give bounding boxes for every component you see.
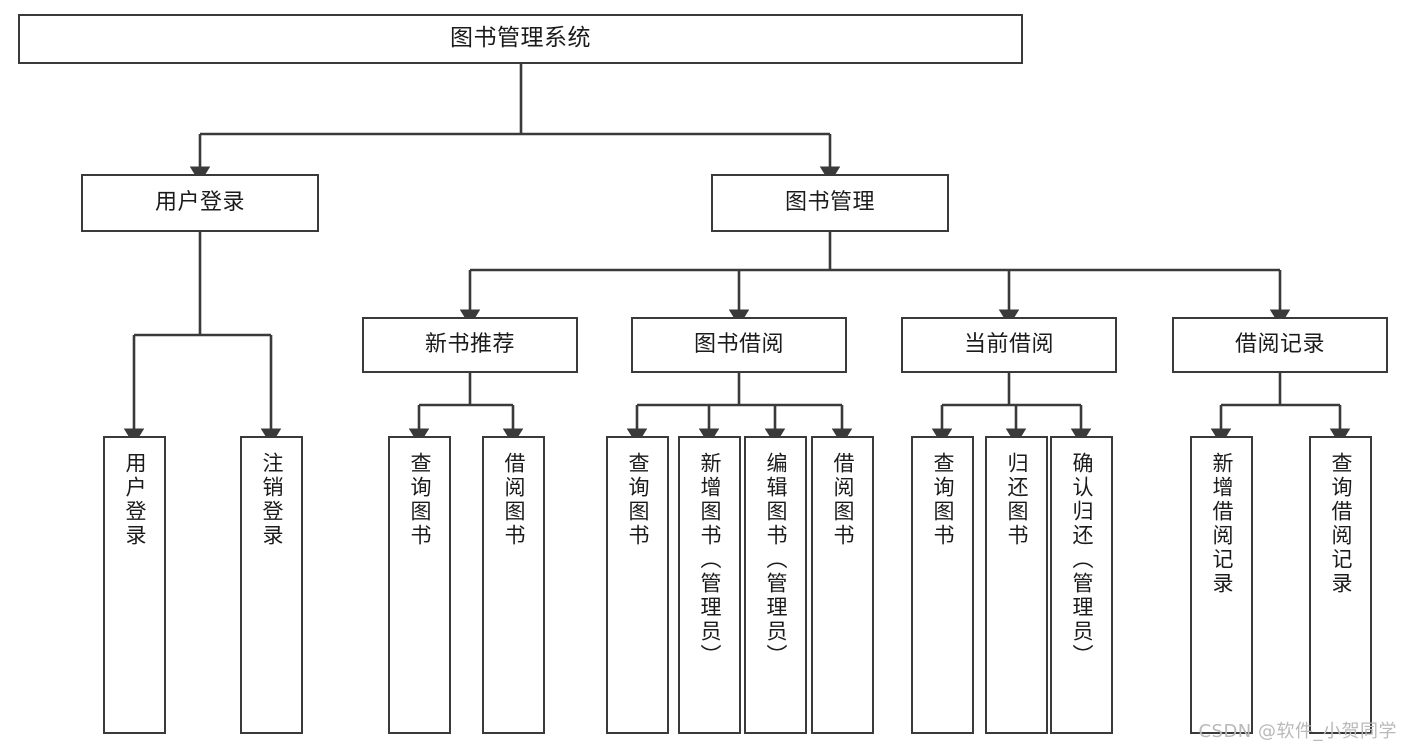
node-label: 图书管理 (784, 190, 875, 216)
node-label: 借阅图书 (502, 452, 526, 548)
node-leaf-add-record[interactable]: 新增借阅记录 (1190, 436, 1253, 734)
watermark-text: CSDN @软件_小贺同学 (1198, 721, 1397, 742)
node-label: 新增图书（管理员） (698, 452, 722, 668)
node-book-borrow[interactable]: 图书借阅 (631, 317, 847, 373)
node-label: 借阅图书 (831, 452, 855, 548)
node-current-borrow[interactable]: 当前借阅 (901, 317, 1117, 373)
node-leaf-borrow-book-2[interactable]: 借阅图书 (811, 436, 874, 734)
node-label: 当前借阅 (963, 332, 1054, 358)
node-label: 查询图书 (626, 452, 650, 548)
node-book-manage[interactable]: 图书管理 (711, 174, 949, 232)
node-leaf-borrow-book-1[interactable]: 借阅图书 (482, 436, 545, 734)
node-leaf-confirm-return[interactable]: 确认归还（管理员） (1050, 436, 1113, 734)
node-leaf-query-record[interactable]: 查询借阅记录 (1309, 436, 1372, 734)
node-label: 查询借阅记录 (1329, 452, 1353, 596)
node-leaf-edit-book[interactable]: 编辑图书（管理员） (744, 436, 807, 734)
node-leaf-return-book[interactable]: 归还图书 (985, 436, 1048, 734)
node-label: 归还图书 (1005, 452, 1029, 548)
node-label: 用户登录 (123, 452, 147, 548)
node-label: 查询图书 (408, 452, 432, 548)
node-leaf-query-book-1[interactable]: 查询图书 (388, 436, 451, 734)
node-label: 用户登录 (154, 190, 245, 216)
node-leaf-query-book-2[interactable]: 查询图书 (606, 436, 669, 734)
node-borrow-record[interactable]: 借阅记录 (1172, 317, 1388, 373)
node-leaf-query-book-3[interactable]: 查询图书 (911, 436, 974, 734)
node-leaf-logout[interactable]: 注销登录 (240, 436, 303, 734)
node-label: 新书推荐 (424, 332, 515, 358)
node-new-book-recommend[interactable]: 新书推荐 (362, 317, 578, 373)
node-label: 新增借阅记录 (1210, 452, 1234, 596)
node-user-login[interactable]: 用户登录 (81, 174, 319, 232)
node-label: 查询图书 (931, 452, 955, 548)
node-leaf-user-login[interactable]: 用户登录 (103, 436, 166, 734)
node-root-system[interactable]: 图书管理系统 (18, 14, 1023, 64)
node-label: 图书管理系统 (450, 25, 591, 52)
node-label: 借阅记录 (1234, 332, 1325, 358)
node-leaf-add-book[interactable]: 新增图书（管理员） (678, 436, 741, 734)
node-label: 确认归还（管理员） (1070, 452, 1094, 668)
node-label: 编辑图书（管理员） (764, 452, 788, 668)
node-label: 注销登录 (260, 452, 284, 548)
node-label: 图书借阅 (693, 332, 784, 358)
